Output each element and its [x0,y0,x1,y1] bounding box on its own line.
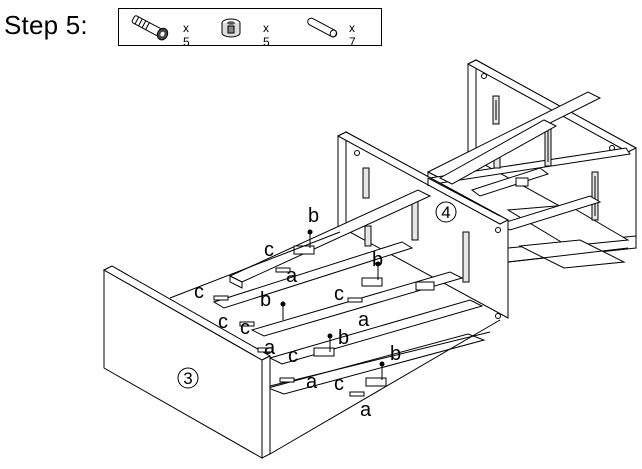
shelf-2 [212,241,414,309]
panel-number-4-label: 4 [441,203,450,222]
panel-number-4: 4 [435,201,457,223]
label-a-5: a [360,399,372,421]
cam-lock-nut-icon [221,18,241,38]
qty-cam-nut: x 5 [263,21,271,49]
label-c-3: c [334,283,344,305]
label-c-4: c [218,311,228,333]
label-a-2: a [358,309,370,331]
label-b-4: b [338,327,349,349]
hinge-strip-center-4 [364,225,372,247]
label-c-2: c [194,281,204,303]
label-c-5: c [240,317,250,339]
wooden-dowel-icon [307,17,338,38]
right-shelf-inner [470,167,602,231]
parts-legend: x 5 x 5 x 7 [118,8,382,49]
cam-bolt-icon [131,15,169,41]
label-b-1: b [308,205,319,227]
label-c-1: c [264,239,274,261]
panel-number-3-label: 3 [183,369,192,388]
step-title: Step 5: [4,10,88,40]
label-b-5: b [390,343,401,365]
hinge-strip-center-1 [362,167,370,199]
label-c-6: c [288,345,298,367]
hardware-dots [213,229,385,397]
panel-number-3: 3 [177,367,199,389]
hinge-strip-right-1 [492,95,500,125]
qty-cam-bolt: x 5 [183,21,191,49]
right-shelf-top [438,119,558,185]
label-a-4: a [306,371,318,393]
shelf-3 [250,271,464,337]
hinge-strip-right-3 [591,171,599,221]
label-c-7: c [334,373,344,395]
shelf-5-bottom [266,333,486,395]
label-b-2: b [372,249,383,271]
label-a-3: a [264,337,276,359]
label-b-3: b [260,289,271,311]
hinge-strip-center-3 [462,231,470,283]
shelf-4 [268,299,484,365]
qty-dowel: x 7 [349,21,357,49]
left-side-panel [102,231,501,459]
label-a-1: a [286,265,298,287]
